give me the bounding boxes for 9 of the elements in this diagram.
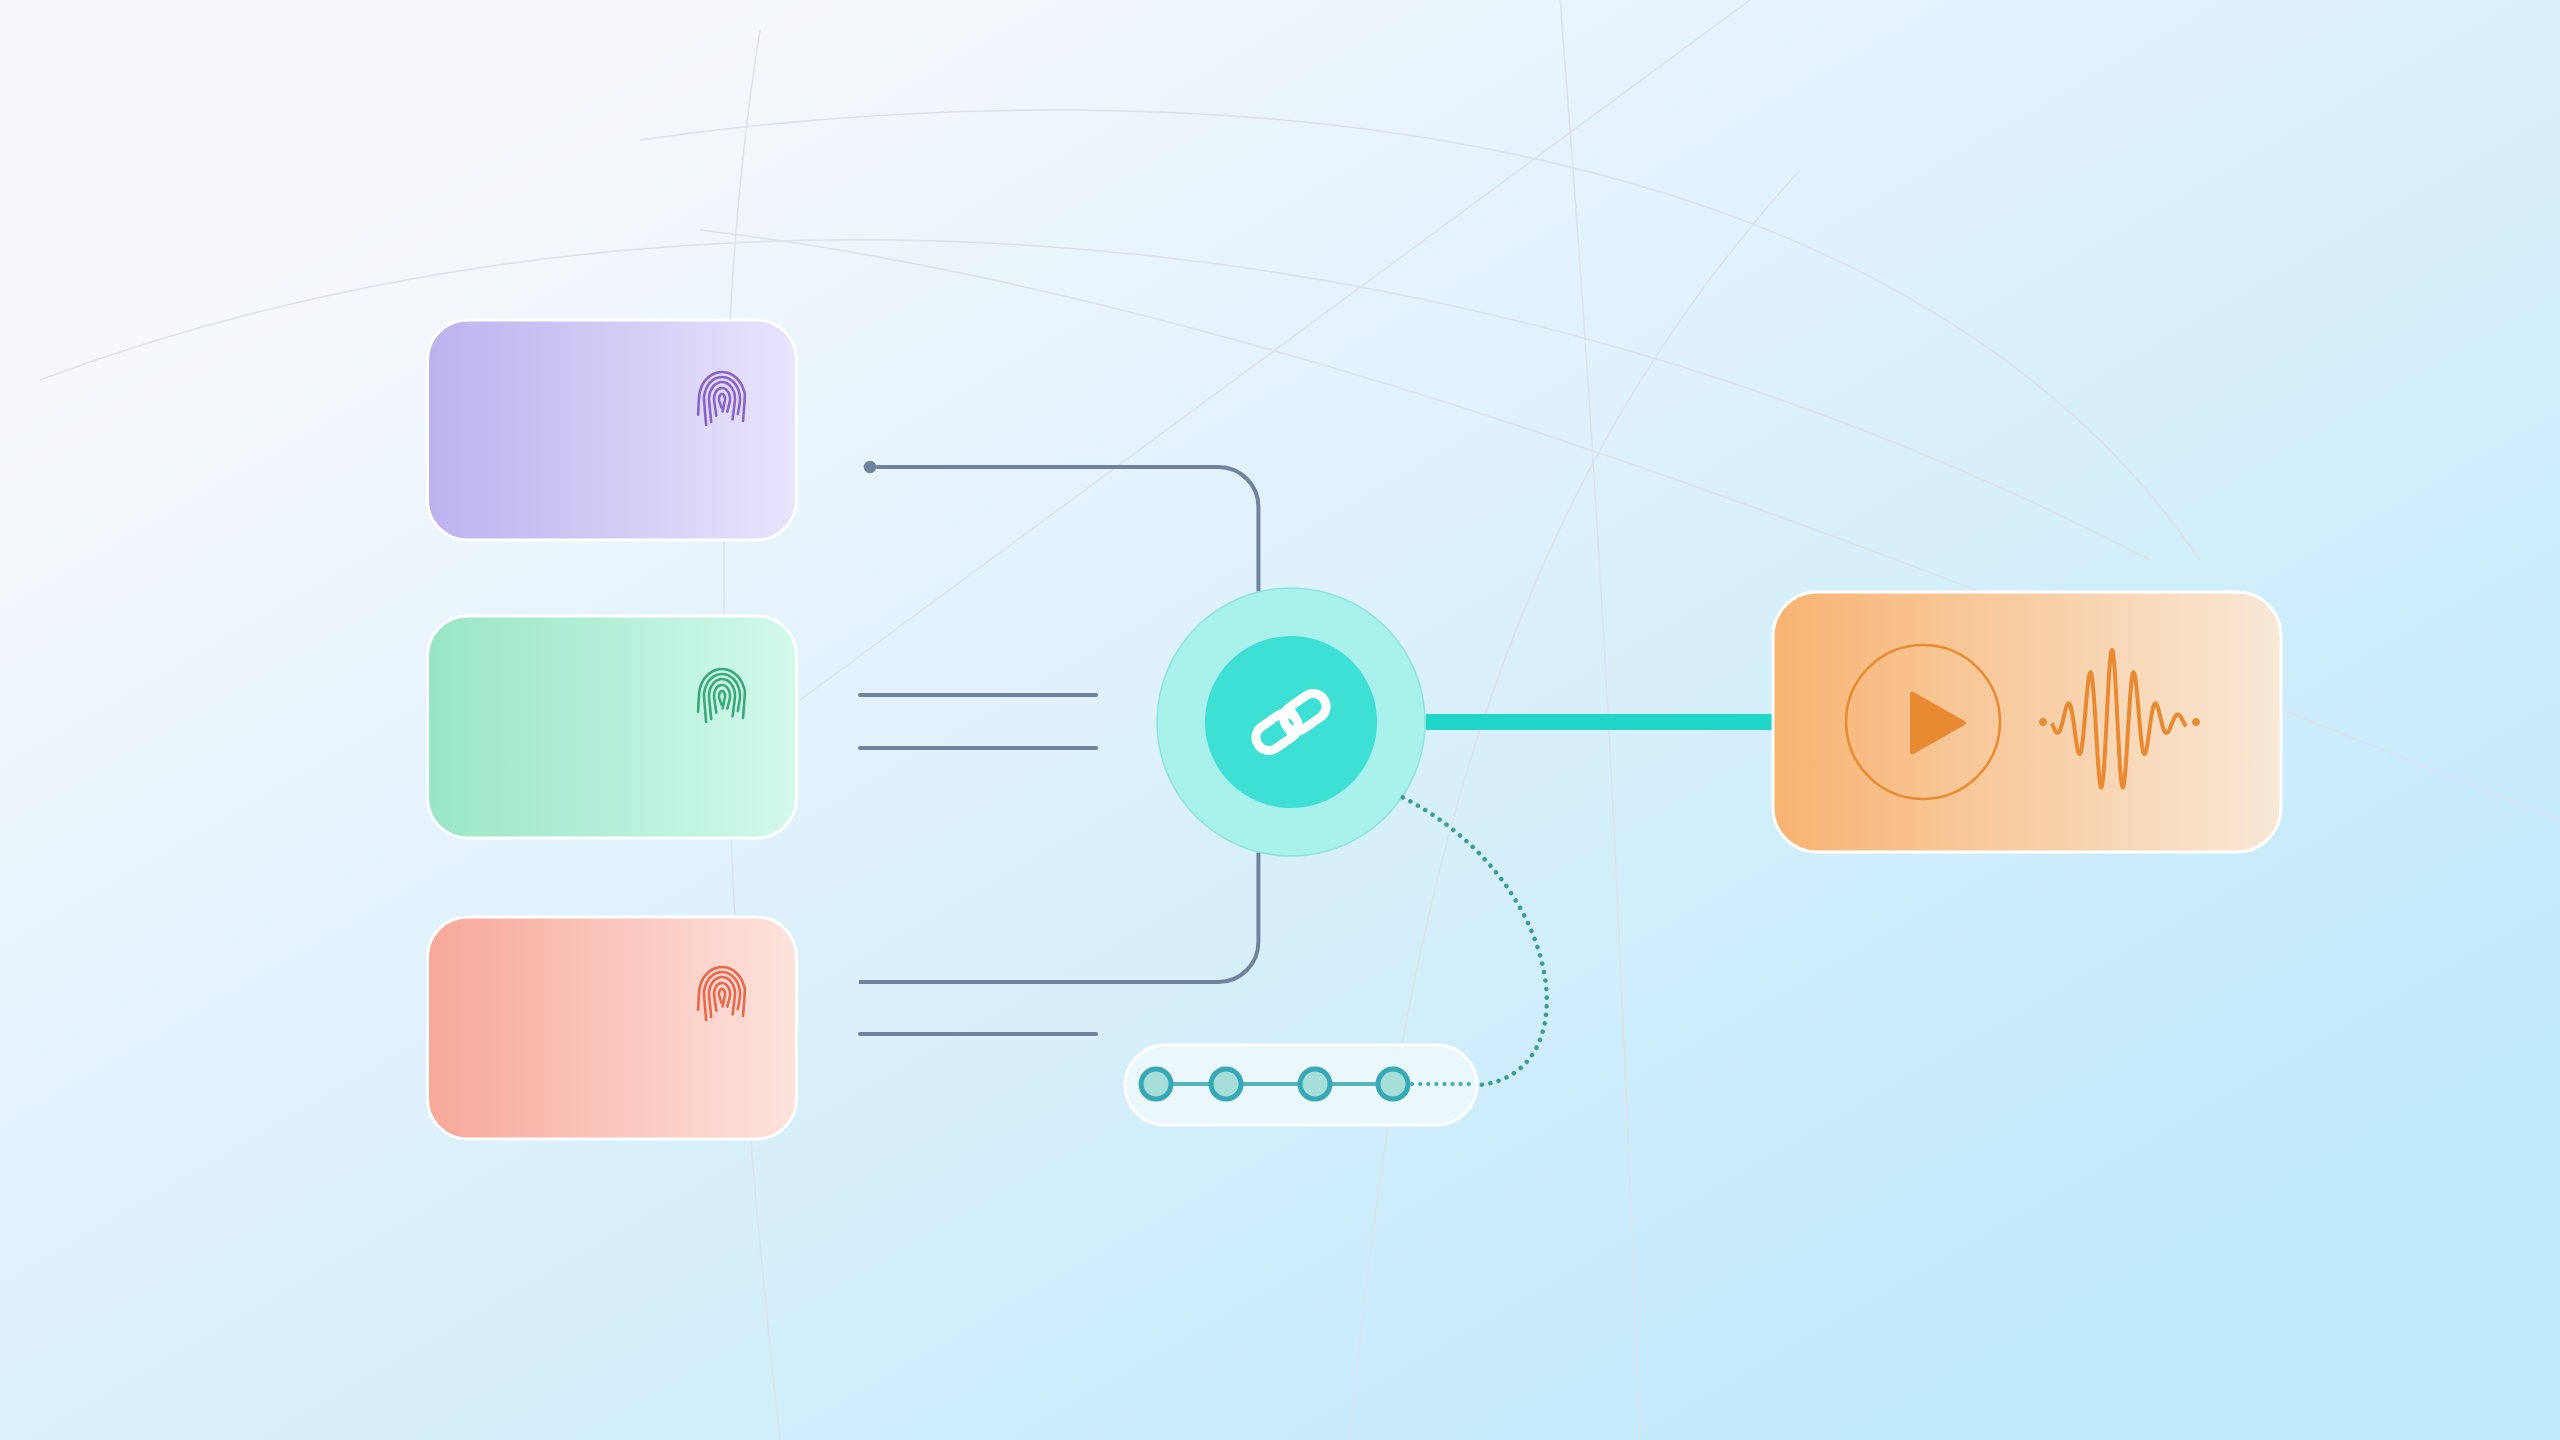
dotted-connector xyxy=(1400,795,1549,1088)
rounded-card xyxy=(426,915,798,1141)
hub-circle xyxy=(1156,587,1426,857)
connector-line xyxy=(876,465,1261,592)
rounded-card xyxy=(426,318,798,542)
thick-connector xyxy=(1425,714,1772,730)
rounded-card xyxy=(426,614,798,840)
connector-line xyxy=(859,852,1261,984)
media-card xyxy=(1771,590,2283,854)
